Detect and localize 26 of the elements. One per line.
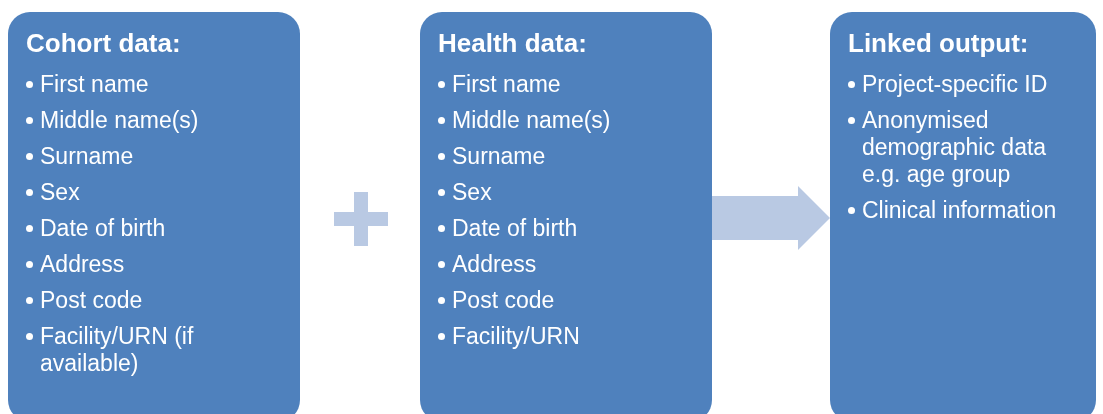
list-item: Facility/URN [438, 323, 700, 350]
list-item: Facility/URN (if available) [26, 323, 288, 377]
list-item: Anonymised demographic data e.g. age group [848, 107, 1084, 188]
list-item: Clinical information [848, 197, 1084, 224]
data-card [830, 12, 1096, 414]
list-item: Sex [26, 179, 288, 206]
list-item: Date of birth [26, 215, 288, 242]
card-heading: Cohort data: [26, 28, 182, 59]
data-card [420, 12, 712, 414]
list-item: Date of birth [438, 215, 700, 242]
list-item: Surname [438, 143, 700, 170]
list-item: First name [438, 71, 700, 98]
list-item: Post code [26, 287, 288, 314]
list-item: Middle name(s) [26, 107, 288, 134]
card-heading: Health data: [438, 28, 588, 59]
list-item: Middle name(s) [438, 107, 700, 134]
list-item: First name [26, 71, 288, 98]
list-item: Surname [26, 143, 288, 170]
list-item: Address [26, 251, 288, 278]
list-item: Post code [438, 287, 700, 314]
card-heading: Linked output: [848, 28, 1030, 59]
data-card [8, 12, 300, 414]
list-item: Sex [438, 179, 700, 206]
list-item: Project-specific ID [848, 71, 1084, 98]
block-arrow [712, 186, 830, 250]
list-item: Address [438, 251, 700, 278]
